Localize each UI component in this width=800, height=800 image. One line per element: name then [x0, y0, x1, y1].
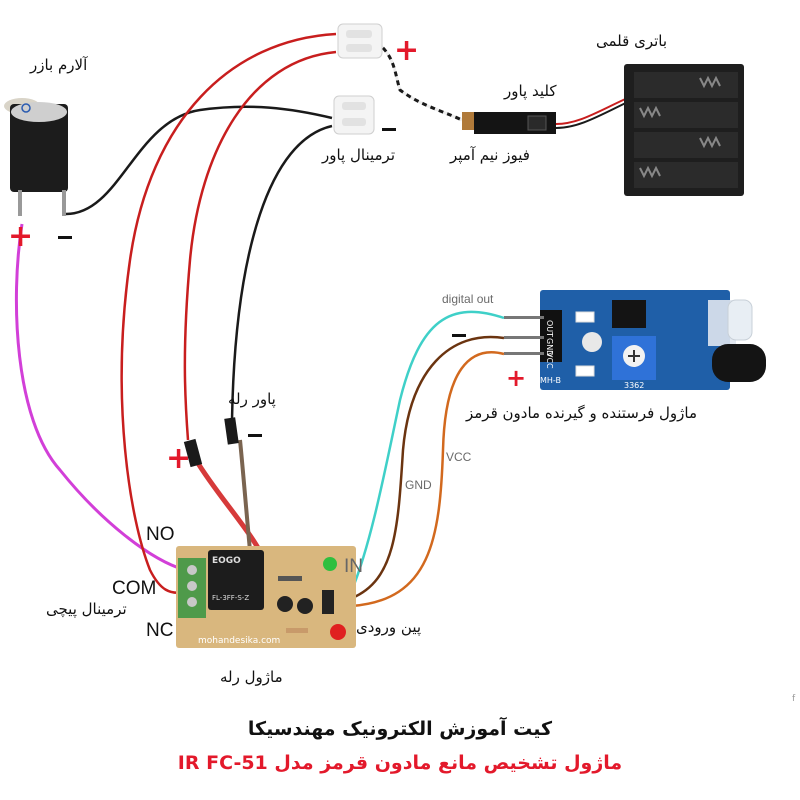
wire-vcc	[351, 351, 505, 608]
power-terminal-minus-sign	[382, 128, 396, 131]
power-terminal-plus-sign: +	[394, 33, 420, 68]
wire-buzzer-minus	[65, 105, 333, 216]
wire-red-to-relay-plus	[183, 50, 337, 441]
ir-pin-vcc: VCC	[545, 352, 554, 369]
digital-out-label: digital out	[442, 292, 494, 306]
contact-com-label: COM	[112, 578, 157, 599]
wire-buzzer-plus	[14, 223, 186, 572]
relay-brand: EOGO	[212, 556, 241, 566]
diagram-title: کیت آموزش الکترونیک مهندسیکا	[247, 718, 553, 740]
wire-gnd	[351, 335, 505, 600]
relay-website: mohandesika.com	[198, 636, 281, 646]
corner-mark: f	[792, 694, 796, 704]
ir-pin-out: OUT	[545, 320, 554, 338]
jumper-plus	[183, 438, 203, 468]
ir-board-mark: MH-B	[540, 376, 562, 385]
wire-twisted-power	[375, 40, 463, 122]
relay-module	[176, 546, 356, 648]
relay-module-label: ماژول رله	[220, 668, 283, 686]
fuse-label: فیوز نیم آمپر	[450, 146, 530, 164]
ir-pot-code: 3362	[624, 381, 645, 390]
ir-plus-sign: +	[506, 364, 527, 392]
ir-minus-sign	[452, 334, 466, 337]
battery-holder	[624, 64, 744, 196]
ir-pin-gnd: GND	[545, 338, 554, 357]
wire-black-to-relay-minus	[230, 124, 333, 421]
power-terminal-plus	[337, 23, 383, 59]
relay-power-label: پاور رله	[228, 390, 276, 408]
relay-in-label: IN	[344, 556, 363, 577]
buzzer-label: آلارم بازر	[30, 56, 88, 74]
buzzer	[4, 98, 68, 216]
relay-minus-sign	[248, 434, 262, 437]
contact-no-label: NO	[146, 524, 175, 545]
power-terminal-label: ترمینال پاور	[322, 146, 396, 164]
power-switch-label: کلید پاور	[504, 82, 557, 100]
diagram-subtitle: ماژول تشخیص مانع مادون قرمز مدل IR FC-51	[177, 752, 623, 774]
wire-twisted-power-white	[375, 40, 463, 122]
power-terminal-minus	[333, 95, 375, 135]
contact-nc-label: NC	[146, 620, 174, 641]
wire-battery-red	[555, 95, 633, 125]
relay-model: FL-3FF-S-Z	[212, 594, 250, 602]
wire-red-to-com	[120, 32, 337, 594]
input-pins-label: پین ورودی	[356, 618, 422, 636]
wire-digital-out	[350, 310, 505, 591]
gnd-wire-label: GND	[405, 478, 432, 492]
relay-plus-sign: +	[166, 441, 192, 476]
fuse-and-switch	[462, 112, 556, 134]
vcc-wire-label: VCC	[446, 450, 472, 464]
jumper-minus	[224, 417, 239, 445]
buzzer-plus-sign: +	[8, 219, 34, 254]
battery-label: باتری قلمی	[596, 32, 668, 50]
wire-battery-black	[555, 99, 633, 129]
screw-terminal-label: ترمینال پیچی	[46, 600, 127, 618]
ir-sensor-module	[504, 290, 766, 390]
buzzer-minus-sign	[58, 236, 72, 239]
ir-module-label: ماژول فرستنده و گیرنده مادون قرمز	[466, 404, 698, 422]
